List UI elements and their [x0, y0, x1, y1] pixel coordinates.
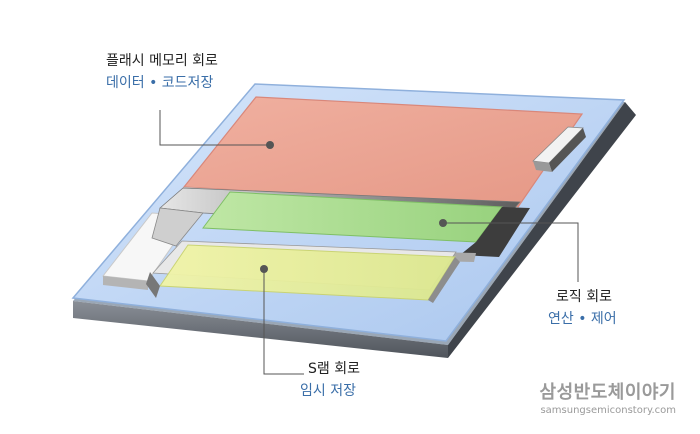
logic-circuit-subtitle: 연산 • 제어 [548, 311, 617, 327]
sram-circuit-title: S램 회로 [308, 361, 360, 377]
brand-watermark: 삼성반도체이야기 samsungsemiconstory.com [540, 382, 676, 418]
logic-leader [439, 219, 579, 282]
logic-circuit-title: 로직 회로 [556, 289, 612, 305]
flash-memory-title: 플래시 메모리 회로 [106, 53, 218, 69]
brand-name: 삼성반도체이야기 [539, 382, 676, 403]
flash-memory-subtitle: 데이터 • 코드저장 [106, 75, 214, 91]
brand-url: samsungsemiconstory.com [540, 405, 676, 416]
sram-circuit-block [146, 240, 460, 303]
flash-leader [159, 110, 274, 149]
sram-circuit-subtitle: 임시 저장 [300, 383, 356, 399]
sram-leader [260, 265, 304, 375]
